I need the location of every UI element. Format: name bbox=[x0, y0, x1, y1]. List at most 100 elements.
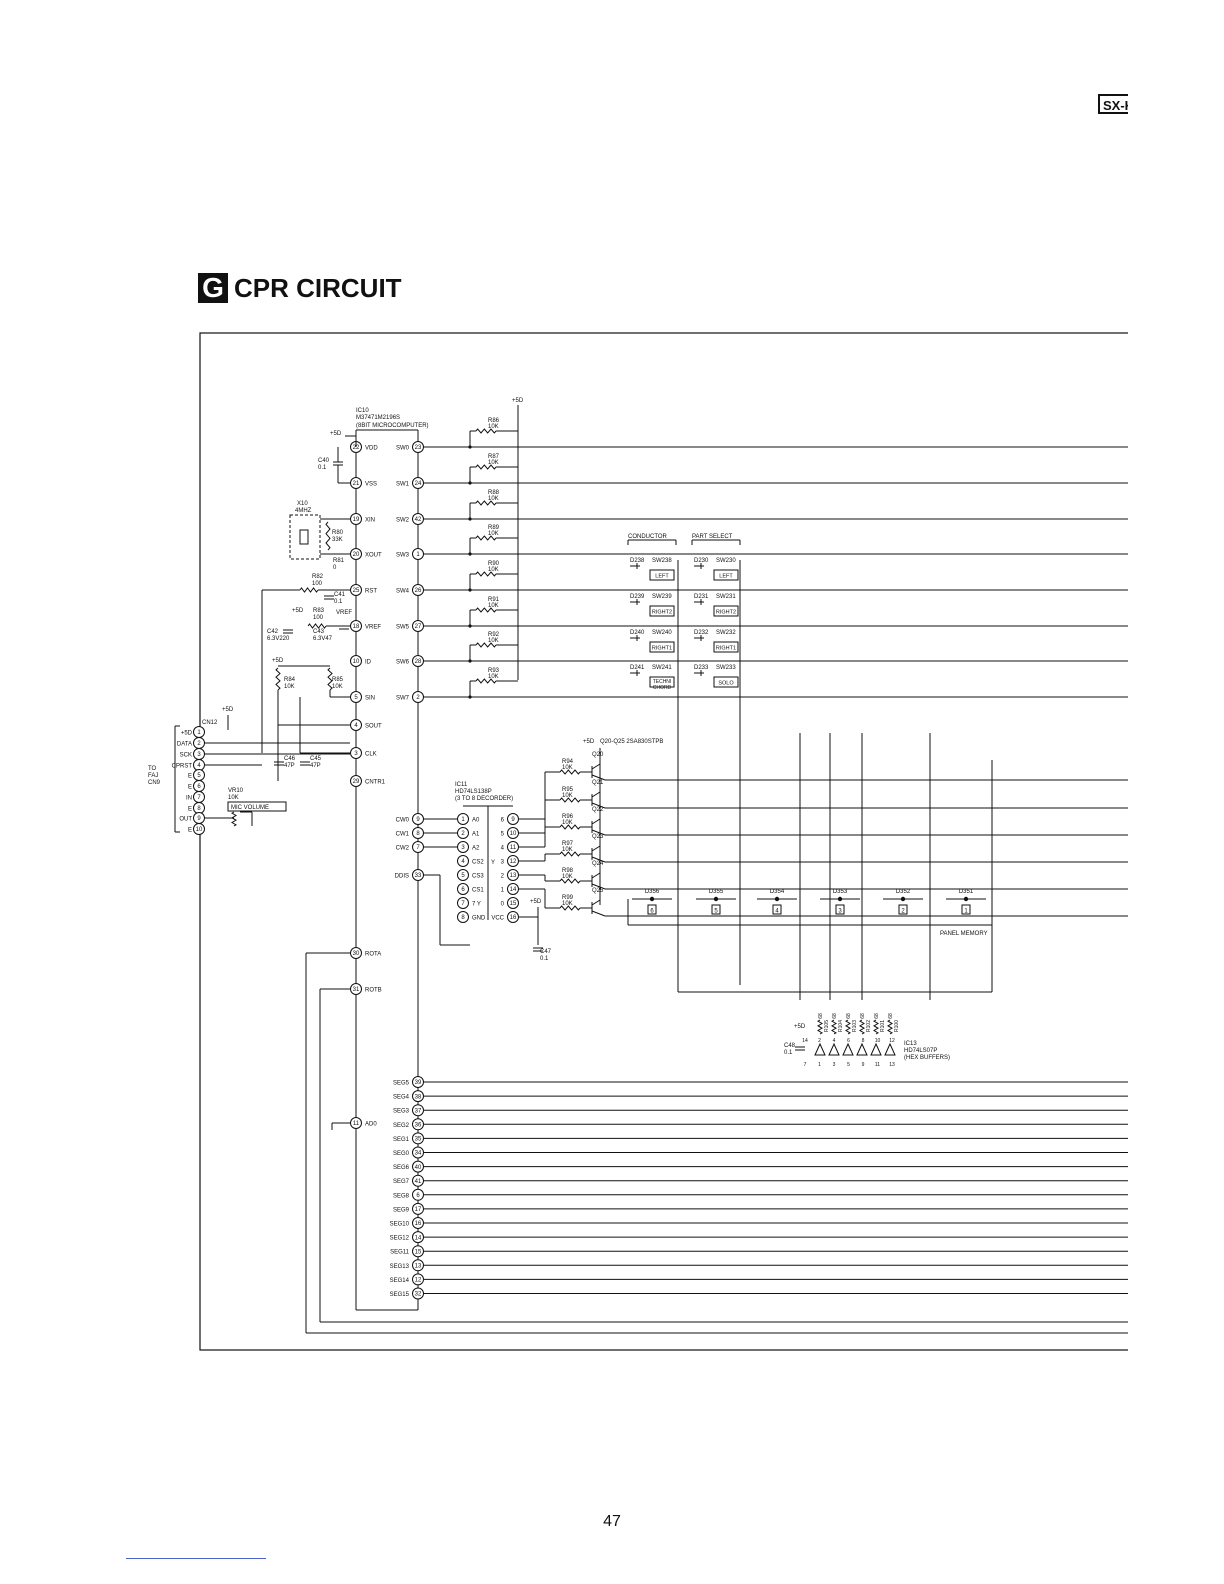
supply-label: +5D bbox=[272, 658, 284, 664]
ic10-pin-name: CLK bbox=[365, 752, 377, 758]
base-resistor-ref: R94 bbox=[562, 759, 574, 765]
cn12-to-label: CN9 bbox=[148, 780, 161, 786]
wire bbox=[591, 791, 601, 798]
pin-number: 35 bbox=[415, 1137, 422, 1143]
ic13-resistor-val: 68 bbox=[860, 1013, 866, 1019]
ic11-pin bbox=[457, 911, 469, 923]
ic10-pin-name: SW5 bbox=[396, 625, 410, 631]
pin-number: 10 bbox=[510, 831, 517, 837]
supply-label: +5D bbox=[512, 398, 524, 404]
ic13-top-pin: 14 bbox=[802, 1038, 808, 1044]
seg-pin-name: SEG12 bbox=[390, 1236, 410, 1242]
ic10-pin-name: XOUT bbox=[365, 553, 382, 559]
conductor-key-label: LEFT bbox=[655, 574, 669, 580]
panel-memory-key-label: 5 bbox=[714, 909, 718, 915]
transistor-ref: Q22 bbox=[592, 807, 604, 813]
pullup-ref: R88 bbox=[488, 490, 500, 496]
ic10-ref: IC10 bbox=[356, 408, 369, 414]
pin-number: 13 bbox=[415, 1264, 422, 1270]
x10-crystal bbox=[299, 529, 309, 545]
r81-val: 0 bbox=[333, 565, 337, 571]
cn12-pin bbox=[193, 823, 205, 835]
seg-pin bbox=[412, 1104, 424, 1117]
conductor-diode bbox=[630, 563, 640, 569]
ic10-pin bbox=[412, 691, 424, 703]
supply-label: +5D bbox=[330, 431, 342, 437]
junction-dot bbox=[468, 481, 472, 485]
ic11-pin-name: 1 bbox=[501, 888, 505, 894]
c42-ref: C42 bbox=[267, 629, 279, 635]
pin-number: 31 bbox=[353, 987, 360, 993]
ic13-bottom-pin: 13 bbox=[889, 1062, 895, 1068]
x10-val: 4MHZ bbox=[295, 508, 312, 514]
ic13-buffer bbox=[828, 1042, 840, 1056]
pin-number: 19 bbox=[353, 517, 360, 523]
panel-memory-key bbox=[711, 904, 721, 915]
ic10-pin-name: SW2 bbox=[396, 518, 410, 524]
ic10-pin-name: ROTA bbox=[365, 952, 381, 958]
ic11-pin bbox=[457, 883, 469, 895]
pullup-val: 10K bbox=[488, 638, 499, 644]
seg-pin bbox=[412, 1076, 424, 1088]
pin-number: 5 bbox=[461, 873, 465, 879]
pin-number: 1 bbox=[416, 552, 420, 558]
pullup-val: 10K bbox=[488, 603, 499, 609]
supply-label: +5D bbox=[794, 1024, 806, 1030]
panel-memory-key bbox=[772, 904, 782, 915]
pin-number: 6 bbox=[461, 887, 465, 893]
ic10-desc: (8BIT MICROCOMPUTER) bbox=[356, 423, 429, 429]
panel-memory-label: PANEL MEMORY bbox=[940, 931, 988, 937]
ic10-pin-name: VREF bbox=[365, 625, 381, 631]
seg-pin bbox=[412, 1231, 424, 1244]
panel-memory-diode-ref: D353 bbox=[833, 889, 848, 895]
pin-number: 27 bbox=[415, 624, 422, 630]
ic11-pin bbox=[507, 869, 519, 881]
pullup-ref: R86 bbox=[488, 418, 500, 424]
r85 bbox=[327, 667, 333, 691]
section-letter: G bbox=[198, 272, 228, 303]
pullup-val: 10K bbox=[488, 424, 499, 430]
ic11-pin bbox=[457, 897, 469, 909]
ic13-resistor-val: 68 bbox=[888, 1013, 894, 1019]
part-select-key bbox=[713, 641, 739, 653]
part-select-label: PART SELECT bbox=[692, 534, 733, 540]
ic13-top-pin: 8 bbox=[862, 1038, 865, 1044]
c41-val: 0.1 bbox=[334, 599, 343, 605]
pin-number: 40 bbox=[415, 1165, 422, 1171]
base-resistor-val: 10K bbox=[562, 847, 573, 853]
pullup-val: 10K bbox=[488, 496, 499, 502]
ic13-resistor-val: 68 bbox=[846, 1013, 852, 1019]
pin-number: 22 bbox=[353, 445, 360, 451]
ic10-pin bbox=[350, 775, 362, 787]
cn12-ref: CN12 bbox=[202, 720, 218, 726]
ic10-pin bbox=[350, 719, 362, 731]
pin-number: 38 bbox=[415, 1094, 422, 1100]
pin-number: 8 bbox=[197, 806, 201, 812]
ic13-top-pin: 6 bbox=[847, 1038, 850, 1044]
seg-pin bbox=[412, 1174, 424, 1187]
ic10-pin bbox=[350, 947, 362, 959]
part-select-key bbox=[713, 676, 739, 688]
ic10-pin bbox=[412, 513, 424, 525]
wire bbox=[591, 774, 606, 781]
schematic-frame bbox=[199, 332, 1128, 1351]
part-select-diode bbox=[694, 635, 704, 641]
ic11-pin-name: CS1 bbox=[472, 888, 484, 894]
ic10-pin-name: SW0 bbox=[396, 446, 410, 452]
seg-pin bbox=[412, 1287, 424, 1300]
ic11-pin-name: 0 bbox=[501, 902, 505, 908]
c47-ref: C47 bbox=[540, 949, 552, 955]
ic13-top-pin: 10 bbox=[875, 1038, 881, 1044]
seg-pin-name: SEG9 bbox=[393, 1207, 410, 1213]
part-select-key-label: RIGHT2 bbox=[716, 610, 736, 616]
pullup-resistor bbox=[475, 571, 497, 577]
ic10-part: M37471M2196S bbox=[356, 415, 400, 421]
panel-memory-diode-ref: D351 bbox=[959, 889, 974, 895]
seg-pin-name: SEG0 bbox=[393, 1151, 410, 1157]
pin-number: 26 bbox=[415, 588, 422, 594]
ic11-pin bbox=[507, 841, 519, 853]
ic11-pin bbox=[457, 827, 469, 839]
r82-val: 100 bbox=[312, 581, 323, 587]
x10-ref: X10 bbox=[297, 501, 308, 507]
